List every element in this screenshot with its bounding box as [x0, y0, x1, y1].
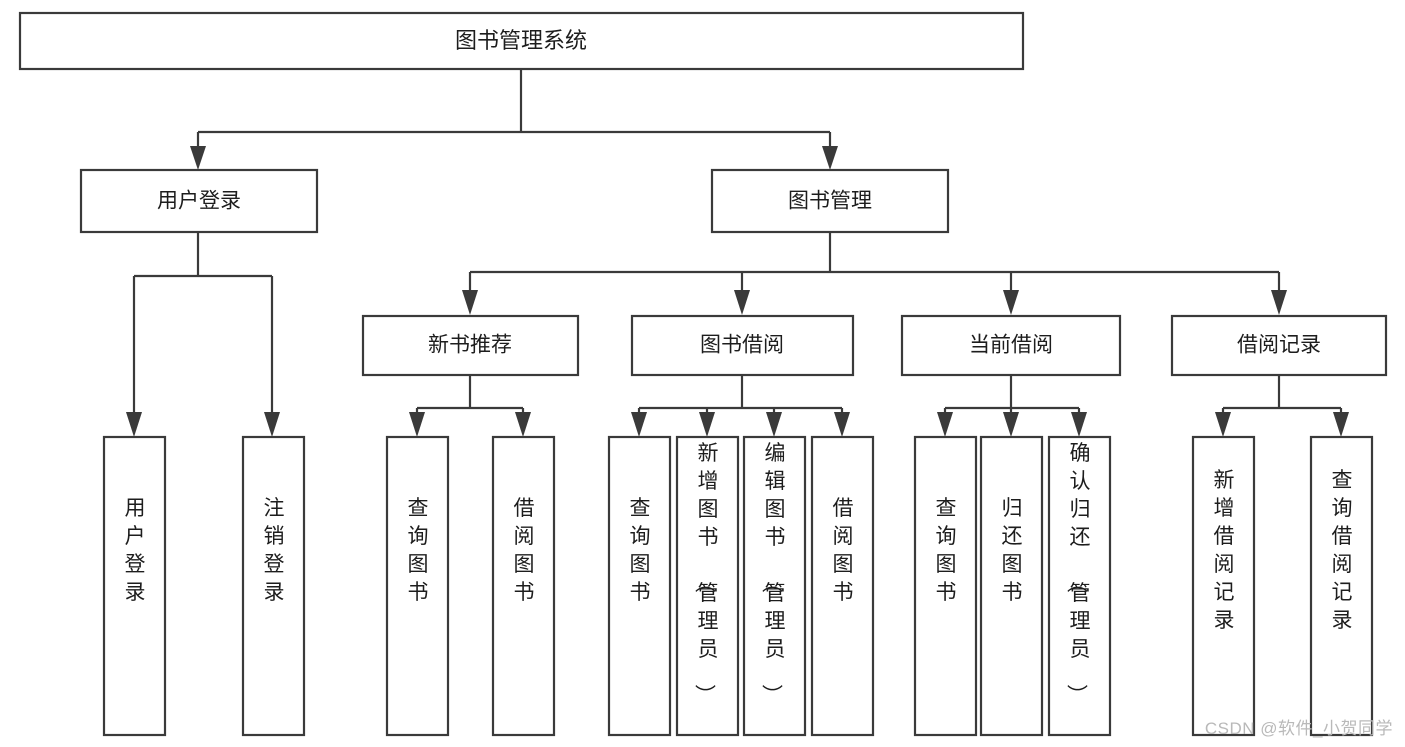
arrow-head-leaf-query-book-1 [409, 412, 425, 437]
arrow-head-leaf-return-book [1003, 412, 1019, 437]
node-book-manage[interactable]: 图书管理 [710, 168, 950, 234]
node-user-login[interactable]: 用户登录 [79, 168, 319, 234]
node-leaf-borrow-book-2-label: 借阅图书 [833, 497, 854, 604]
node-leaf-query-book-2[interactable]: 查询图书 [607, 435, 672, 737]
node-new-book-rec-label: 新书推荐 [428, 334, 512, 357]
node-book-manage-label: 图书管理 [788, 190, 872, 213]
node-leaf-return-book-box[interactable] [979, 435, 1044, 737]
node-leaf-logout[interactable]: 注销登录 [241, 435, 306, 737]
node-leaf-edit-book-label: 编辑图书（管理员） [760, 442, 786, 705]
arrow-head-leaf-add-book [699, 412, 715, 437]
connector-layer [126, 69, 1349, 437]
node-leaf-query-book-3-box[interactable] [913, 435, 978, 737]
node-leaf-add-book[interactable]: 新增图书（管理员） [675, 435, 740, 737]
arrow-head-book-borrow [734, 290, 750, 315]
node-leaf-user-login-label: 用户登录 [125, 497, 146, 604]
arrow-head-current-borrow [1003, 290, 1019, 315]
node-leaf-user-login[interactable]: 用户登录 [102, 435, 167, 737]
node-leaf-add-record[interactable]: 新增借阅记录 [1191, 435, 1256, 737]
node-leaf-borrow-book-1-label: 借阅图书 [514, 497, 535, 604]
node-user-login-box[interactable] [79, 168, 319, 234]
node-user-login-label: 用户登录 [157, 190, 241, 213]
arrow-head-leaf-query-book-2 [631, 412, 647, 437]
arrow-head-user-login [190, 146, 206, 170]
node-leaf-query-book-3[interactable]: 查询图书 [913, 435, 978, 737]
node-new-book-rec-box[interactable] [361, 314, 580, 377]
arrow-head-leaf-confirm-return [1071, 412, 1087, 437]
node-leaf-edit-book[interactable]: 编辑图书（管理员） [742, 435, 807, 737]
node-leaf-query-book-1[interactable]: 查询图书 [385, 435, 450, 737]
node-leaf-query-book-1-label: 查询图书 [408, 497, 429, 604]
node-book-manage-box[interactable] [710, 168, 950, 234]
node-leaf-user-login-box[interactable] [102, 435, 167, 737]
node-leaf-add-record-box[interactable] [1191, 435, 1256, 737]
arrow-head-leaf-query-book-3 [937, 412, 953, 437]
arrow-head-leaf-logout [264, 412, 280, 437]
node-leaf-query-book-1-box[interactable] [385, 435, 450, 737]
node-book-borrow-label: 图书借阅 [700, 334, 784, 357]
node-leaf-logout-box[interactable] [241, 435, 306, 737]
node-borrow-record-label: 借阅记录 [1237, 334, 1321, 357]
arrow-head-leaf-user-login [126, 412, 142, 437]
node-leaf-query-book-2-box[interactable] [607, 435, 672, 737]
node-current-borrow-label: 当前借阅 [969, 334, 1053, 357]
node-leaf-return-book-label: 归还图书 [1002, 497, 1023, 604]
node-root[interactable]: 图书管理系统 [18, 11, 1025, 71]
node-leaf-query-record-box[interactable] [1309, 435, 1374, 737]
node-leaf-borrow-book-2[interactable]: 借阅图书 [810, 435, 875, 737]
node-current-borrow-box[interactable] [900, 314, 1122, 377]
node-book-borrow-box[interactable] [630, 314, 855, 377]
node-current-borrow[interactable]: 当前借阅 [900, 314, 1122, 377]
node-leaf-query-book-3-label: 查询图书 [936, 497, 957, 604]
node-root-label: 图书管理系统 [455, 28, 587, 53]
arrow-head-leaf-add-record [1215, 412, 1231, 437]
arrow-head-new-book-rec [462, 290, 478, 315]
node-leaf-add-book-box[interactable] [675, 435, 740, 737]
node-leaf-add-book-label: 新增图书（管理员） [693, 442, 719, 705]
node-leaf-borrow-book-1[interactable]: 借阅图书 [491, 435, 556, 737]
node-leaf-confirm-return-label: 确认归还（管理员） [1065, 442, 1091, 705]
arrow-head-leaf-edit-book [766, 412, 782, 437]
node-leaf-confirm-return-box[interactable] [1047, 435, 1112, 737]
node-leaf-borrow-book-2-box[interactable] [810, 435, 875, 737]
node-leaf-query-book-2-label: 查询图书 [630, 497, 651, 604]
node-leaf-borrow-book-1-box[interactable] [491, 435, 556, 737]
node-leaf-query-record-label: 查询借阅记录 [1332, 469, 1353, 632]
node-leaf-return-book[interactable]: 归还图书 [979, 435, 1044, 737]
node-leaf-edit-book-box[interactable] [742, 435, 807, 737]
node-leaf-confirm-return[interactable]: 确认归还（管理员） [1047, 435, 1112, 737]
node-borrow-record[interactable]: 借阅记录 [1170, 314, 1388, 377]
arrow-head-leaf-borrow-book-2 [834, 412, 850, 437]
node-new-book-rec[interactable]: 新书推荐 [361, 314, 580, 377]
arrow-head-leaf-borrow-book-1 [515, 412, 531, 437]
node-leaf-add-record-label: 新增借阅记录 [1214, 469, 1235, 632]
node-leaf-query-record[interactable]: 查询借阅记录 [1309, 435, 1374, 737]
node-book-borrow[interactable]: 图书借阅 [630, 314, 855, 377]
arrow-head-book-manage [822, 146, 838, 170]
node-leaf-logout-label: 注销登录 [264, 497, 285, 604]
arrow-head-leaf-query-record [1333, 412, 1349, 437]
arrow-head-borrow-record [1271, 290, 1287, 315]
node-root-box[interactable] [18, 11, 1025, 71]
node-borrow-record-box[interactable] [1170, 314, 1388, 377]
